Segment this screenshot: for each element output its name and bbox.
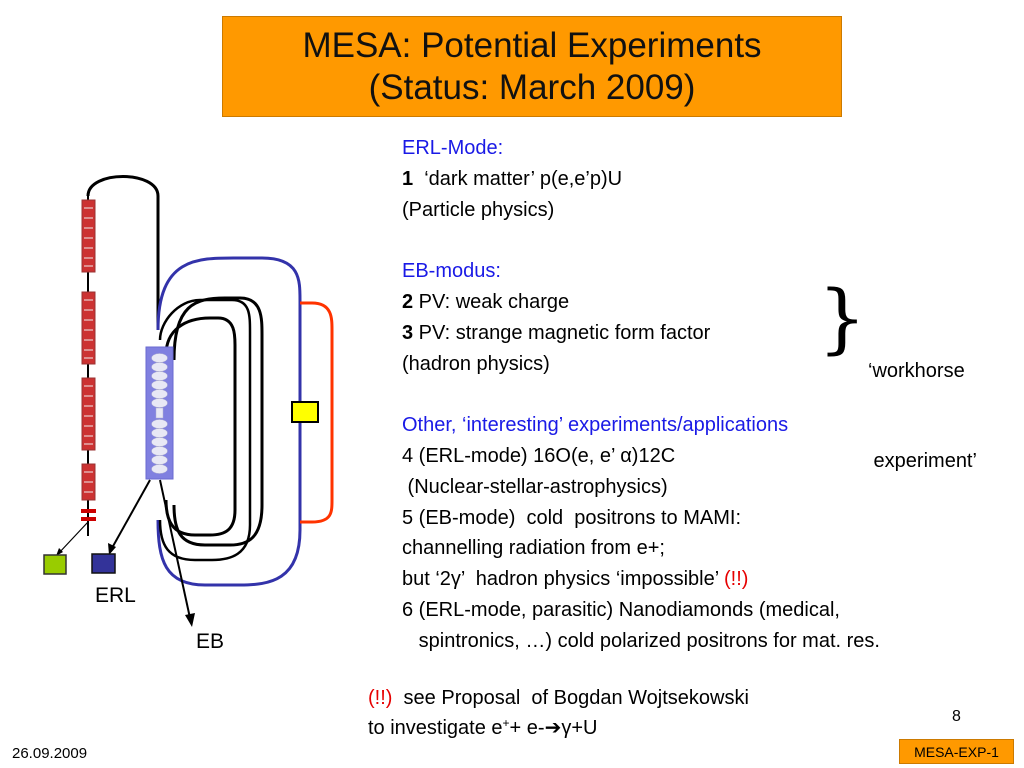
inner-loop-2: [164, 316, 237, 537]
exp23-subtitle: (hadron physics): [402, 352, 550, 375]
title-line-2: (Status: March 2009): [368, 67, 696, 107]
arrow-icon: ➔: [544, 717, 562, 739]
green-beam-dump-box: [43, 554, 67, 575]
proposal-line-1: (!!) see Proposal of Bogdan Wojtsekowski: [368, 683, 749, 713]
experiment-1: 1 ‘dark matter’ p(e,e’p)U: [402, 164, 880, 195]
erl-dump-arrowhead: [56, 548, 63, 556]
workhorse-line-2: experiment’: [868, 450, 977, 472]
magnet-stack-4: [81, 463, 96, 501]
title-line-1: MESA: Potential Experiments: [302, 25, 762, 65]
workhorse-line-1: ‘workhorse: [868, 360, 965, 382]
workhorse-note: ‘workhorse experiment’: [868, 296, 977, 506]
exp1-subtitle: (Particle physics): [402, 198, 555, 221]
magnet-stack-3: [81, 377, 96, 451]
experiment-4: 4 (ERL-mode) 16O(e, e’ α)12C: [402, 444, 676, 467]
navy-erl-box: [91, 553, 116, 574]
eb-extraction-arrowhead: [185, 613, 195, 627]
proposal-line-2: to investigate e++ e-➔γ+U: [368, 713, 749, 743]
recirculation-loop-top: [86, 175, 160, 330]
red-bypass-arc: [300, 301, 334, 524]
exp5-line3-text: but ‘2γ’ hadron physics ‘impossible’: [402, 568, 725, 591]
magnet-stack-1: [81, 199, 96, 273]
experiment-6-line-2: spintronics, …) cold polarized positrons…: [402, 629, 880, 652]
yellow-target-box: [291, 401, 319, 423]
eb-label: EB: [196, 630, 225, 653]
positron-superscript: +: [502, 716, 510, 730]
experiment-6-line-1: 6 (ERL-mode, parasitic) Nanodiamonds (me…: [402, 598, 840, 621]
erl-extraction-line: [111, 479, 151, 549]
exp3-number: 3: [402, 321, 414, 344]
erl-label: ERL: [95, 584, 136, 607]
magnet-stack-2: [81, 291, 96, 365]
inner-loop-3: [158, 298, 252, 562]
footer-date: 26.09.2009: [12, 745, 88, 762]
experiments-list: ERL-Mode: 1 ‘dark matter’ p(e,e’p)U (Par…: [402, 133, 880, 657]
exp2-number: 2: [402, 290, 414, 313]
other-heading: Other, ‘interesting’ experiments/applica…: [402, 414, 789, 437]
erl-extraction-arrowhead: [108, 543, 116, 555]
experiment-5-line-3: but ‘2γ’ hadron physics ‘impossible’ (!!…: [402, 564, 880, 595]
curly-brace: }: [818, 273, 867, 362]
experiment-5-line-2: channelling radiation from e+;: [402, 537, 665, 560]
cavity-cells: [151, 353, 168, 474]
erl-heading: ERL-Mode:: [402, 137, 504, 159]
exp3-text: PV: strange magnetic form factor: [413, 321, 711, 344]
proposal-line2-b: + e-: [509, 717, 545, 739]
proposal-line1-text: see Proposal of Bogdan Wojtsekowski: [392, 687, 749, 709]
title-box: MESA: Potential Experiments (Status: Mar…: [222, 16, 842, 117]
exp2-text: PV: weak charge: [413, 290, 570, 313]
erl-dump-line: [57, 521, 89, 555]
experiment-2: 2 PV: weak charge: [402, 287, 880, 318]
experiment-3: 3 PV: strange magnetic form factor: [402, 318, 880, 349]
exp4-subtitle: (Nuclear-stellar-astrophysics): [402, 475, 668, 498]
page-number: 8: [952, 708, 961, 725]
proposal-note: (!!) see Proposal of Bogdan Wojtsekowski…: [368, 683, 749, 743]
small-red-markers: [81, 509, 96, 521]
experiment-5-line-1: 5 (EB-mode) cold positrons to MAMI:: [402, 506, 742, 529]
proposal-line2-a: to investigate e: [368, 717, 503, 739]
proposal-flag: (!!): [368, 687, 393, 709]
exp1-text: ‘dark matter’ p(e,e’p)U: [413, 167, 623, 190]
inner-loop-1: [172, 296, 264, 547]
eb-extraction-line: [159, 479, 191, 619]
exp5-flag: (!!): [724, 568, 749, 591]
footer-badge: MESA-EXP-1: [899, 739, 1014, 764]
exp1-number: 1: [402, 167, 414, 190]
eb-heading: EB-modus:: [402, 260, 501, 283]
proposal-line2-c: γ+U: [561, 717, 598, 739]
